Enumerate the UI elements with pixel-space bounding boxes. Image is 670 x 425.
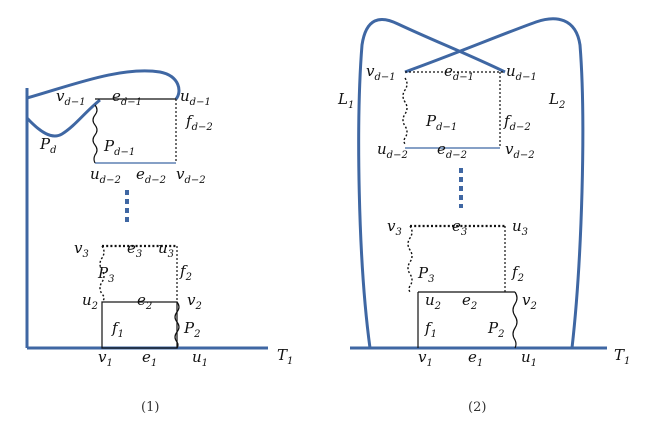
left-label-v1: v1 <box>98 348 113 369</box>
right-label-T1: T1 <box>614 346 630 367</box>
right-label-e1: e1 <box>468 348 483 369</box>
left-label-f2: f2 <box>179 262 192 283</box>
right-path-pd1 <box>402 77 408 145</box>
left-label-vd2: vd−2 <box>176 165 206 186</box>
right-curve-L2 <box>404 17 585 349</box>
right-label-ud1: ud−1 <box>506 62 537 83</box>
right-label-ud2: ud−2 <box>377 140 408 161</box>
right-label-v1: v1 <box>418 348 433 369</box>
right-caption: (2) <box>468 400 486 415</box>
right-label-vd1: vd−1 <box>366 62 396 83</box>
right-label-u3: u3 <box>512 217 528 238</box>
right-path-p2 <box>512 291 518 349</box>
right-path-p3 <box>407 225 413 293</box>
right-label-ed1: ed−1 <box>444 62 474 83</box>
left-label-ud2: ud−2 <box>90 165 121 186</box>
right-label-Pd1: Pd−1 <box>425 112 457 133</box>
left-label-ed1: ed−1 <box>112 87 142 108</box>
left-label-ed2: ed−2 <box>136 165 166 186</box>
left-label-u2: u2 <box>82 291 98 312</box>
left-label-u1: u1 <box>192 348 208 369</box>
left-label-u3: u3 <box>158 239 174 260</box>
left-label-f1: f1 <box>111 319 124 340</box>
left-label-T1: T1 <box>277 346 293 367</box>
right-label-P3: P3 <box>417 264 434 285</box>
left-label-v2: v2 <box>187 291 202 312</box>
left-path-p2 <box>174 301 180 349</box>
right-label-P2: P2 <box>487 319 504 340</box>
right-label-L1: L1 <box>337 90 354 111</box>
left-path-pd1 <box>92 104 98 164</box>
left-pd-curve <box>25 98 101 138</box>
left-label-e2: e2 <box>137 291 152 312</box>
right-label-u1: u1 <box>521 348 537 369</box>
right-label-e2: e2 <box>462 291 477 312</box>
left-label-Pd: Pd <box>39 135 57 156</box>
right-curve-L1 <box>357 18 506 349</box>
right-label-L2: L2 <box>548 90 565 111</box>
left-label-P3: P3 <box>97 264 114 285</box>
left-label-fd2: fd−2 <box>185 112 213 133</box>
left-label-v3: v3 <box>74 239 89 260</box>
right-label-fd2: fd−2 <box>503 112 531 133</box>
left-label-Pd1: Pd−1 <box>103 137 135 158</box>
left-label-vd1: vd−1 <box>56 87 86 108</box>
right-label-v2: v2 <box>522 291 537 312</box>
left-top-curve <box>26 69 181 100</box>
left-caption: (1) <box>141 400 159 415</box>
right-label-f2: f2 <box>511 263 524 284</box>
diagram-right: T1 v1 e1 u1 f1 P2 u2 e2 v2 P3 f2 v3 e3 u… <box>337 17 630 415</box>
left-label-ud1: ud−1 <box>180 87 211 108</box>
right-label-e3: e3 <box>452 217 467 238</box>
right-label-v3: v3 <box>387 217 402 238</box>
right-label-vd2: vd−2 <box>505 140 535 161</box>
right-label-u2: u2 <box>425 291 441 312</box>
left-label-e1: e1 <box>142 348 157 369</box>
right-label-f1: f1 <box>424 319 437 340</box>
diagram-left: T1 v1 e1 u1 f1 P2 u2 e2 v2 P3 f2 v3 e3 u… <box>25 69 293 415</box>
right-label-ed2: ed−2 <box>437 140 467 161</box>
left-label-P2: P2 <box>183 319 200 340</box>
left-label-e3: e3 <box>127 239 142 260</box>
left-face-f1 <box>101 301 178 349</box>
